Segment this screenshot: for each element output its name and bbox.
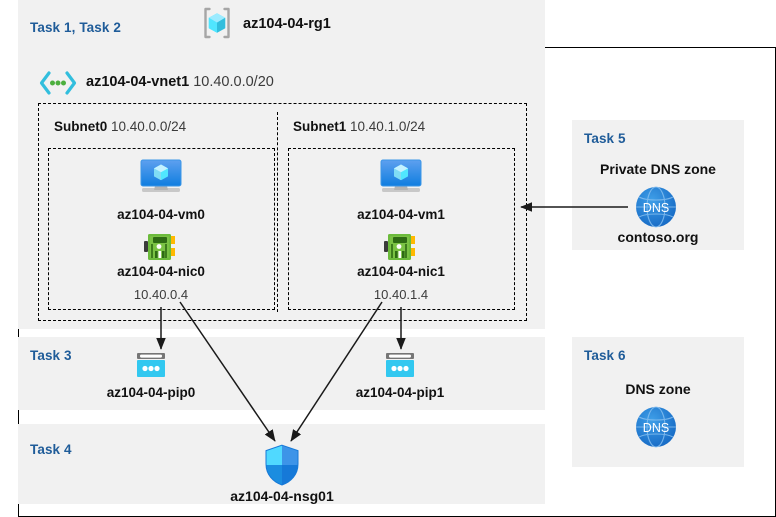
public-ip-icon	[135, 352, 167, 380]
task-label-public-ip: Task 3	[30, 348, 72, 363]
vnet-label: az104-04-vnet1 10.40.0.0/20	[86, 74, 274, 90]
task-label-private-dns: Task 5	[584, 131, 626, 146]
public-dns-heading: DNS zone	[625, 381, 691, 397]
resource-group-name: az104-04-rg1	[243, 16, 331, 32]
public-ip-icon	[384, 352, 416, 380]
network-interface-icon	[144, 232, 178, 262]
virtual-machine-icon	[378, 158, 424, 200]
nic0-name: az104-04-nic0	[117, 264, 205, 279]
vm0-name: az104-04-vm0	[117, 207, 205, 222]
network-security-group-icon	[264, 444, 300, 486]
subnet0-label: Subnet0 10.40.0.0/24	[54, 119, 186, 134]
subnets-outer-boundary	[38, 103, 527, 321]
nsg-name: az104-04-nsg01	[230, 488, 334, 504]
private-dns-zone-name: contoso.org	[617, 229, 699, 245]
subnet1-name: Subnet1	[293, 119, 347, 134]
task-label-public-dns: Task 6	[584, 348, 626, 363]
virtual-machine-icon	[138, 158, 184, 200]
vnet-address-space: 10.40.0.0/20	[193, 74, 274, 90]
nic1-ip: 10.40.1.4	[373, 287, 429, 302]
subnet-divider	[277, 112, 278, 312]
network-interface-icon	[384, 232, 418, 262]
dns-zone-icon: DNS	[634, 405, 678, 449]
private-dns-heading: Private DNS zone	[600, 161, 716, 177]
nic0-ip: 10.40.0.4	[133, 287, 189, 302]
resource-group-header-panel	[18, 0, 545, 47]
dns-icon-text: DNS	[643, 421, 669, 435]
public-ip-panel	[18, 337, 545, 410]
nic1-name: az104-04-nic1	[357, 264, 445, 279]
dns-icon-text: DNS	[643, 201, 669, 215]
vnet-name: az104-04-vnet1	[86, 74, 190, 90]
task-label-resource-group: Task 1, Task 2	[30, 20, 121, 35]
dns-zone-icon: DNS	[634, 185, 678, 229]
vnet-panel	[18, 47, 545, 329]
virtual-network-icon	[38, 70, 78, 96]
vm1-name: az104-04-vm1	[357, 207, 445, 222]
pip1-name: az104-04-pip1	[355, 385, 445, 400]
subnet1-label: Subnet1 10.40.1.0/24	[293, 119, 425, 134]
private-dns-panel	[572, 120, 744, 250]
resource-group-icon	[200, 6, 234, 40]
subnet0-cidr: 10.40.0.0/24	[111, 119, 187, 134]
subnet0-name: Subnet0	[54, 119, 108, 134]
pip0-name: az104-04-pip0	[106, 385, 196, 400]
subnet1-cidr: 10.40.1.0/24	[350, 119, 426, 134]
task-label-nsg: Task 4	[30, 442, 72, 457]
